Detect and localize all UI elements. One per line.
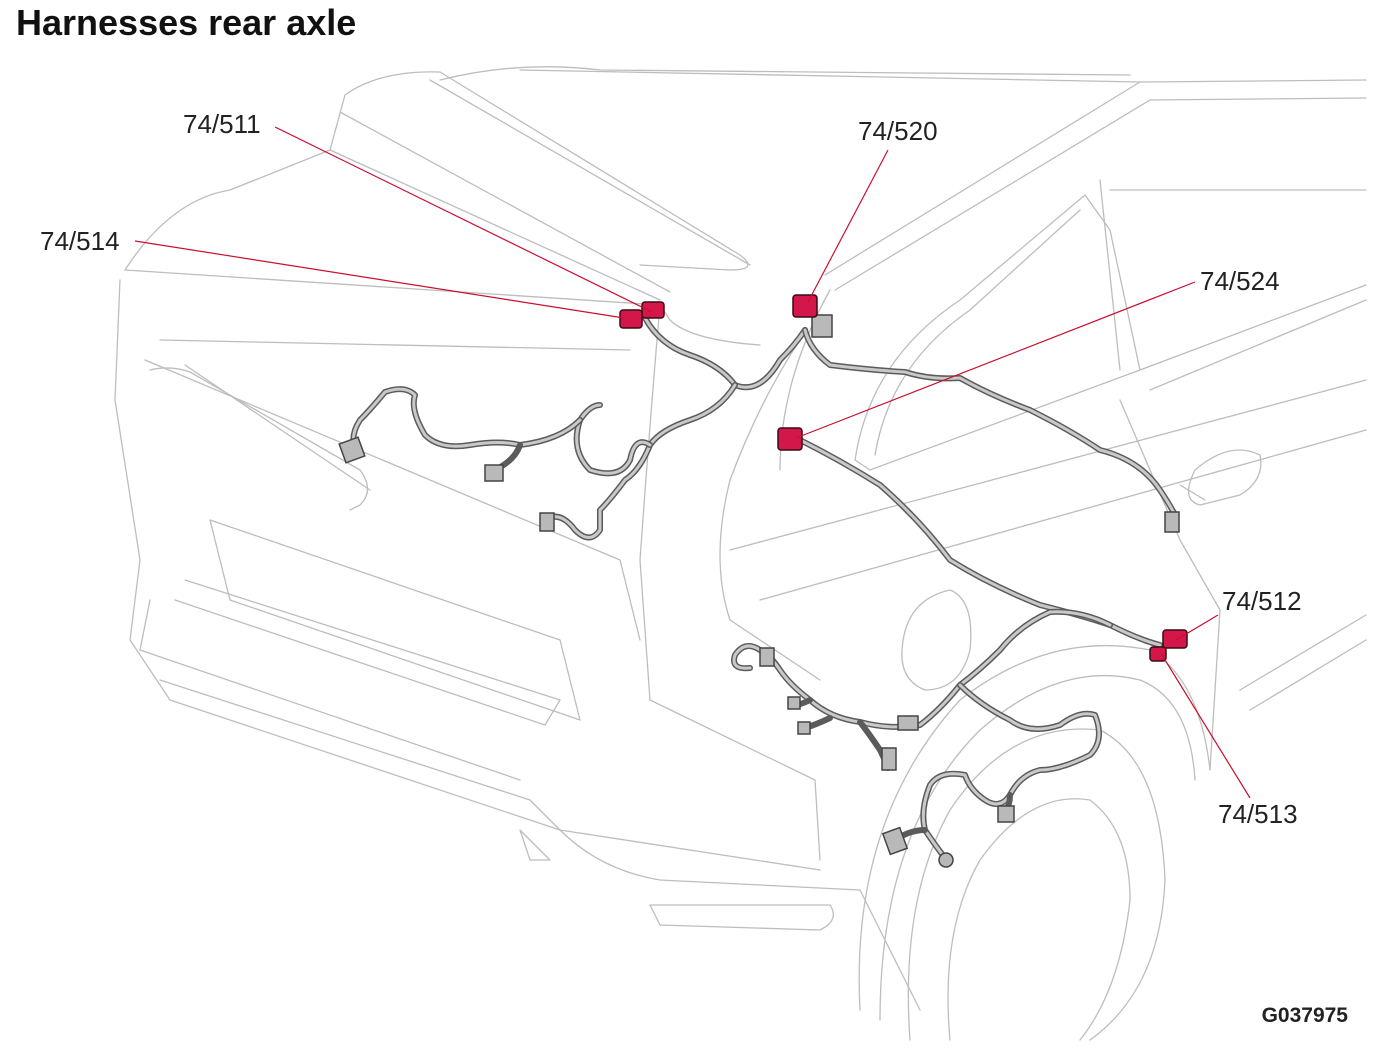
callout-label-514: 74/514 xyxy=(40,226,120,256)
connector-520-highlight xyxy=(792,294,818,318)
vehicle-body-outline xyxy=(114,66,1367,1041)
unlabeled-plugs xyxy=(338,314,1180,868)
leader-line-511 xyxy=(274,126,653,313)
connector-511-highlight xyxy=(641,301,665,319)
diagram-title: Harnesses rear axle xyxy=(16,2,357,43)
callout-512: 74/512 xyxy=(1162,586,1302,649)
connector-512-highlight xyxy=(1162,629,1188,649)
connector-514-highlight xyxy=(619,309,643,329)
figure-reference-code: G037975 xyxy=(1261,1004,1348,1027)
callout-label-512: 74/512 xyxy=(1222,586,1302,616)
callout-layer: 74/511 74/514 74/520 74/524 74/512 74/513 xyxy=(40,109,1302,829)
callout-511: 74/511 xyxy=(183,109,665,319)
connector-524-highlight xyxy=(777,427,803,451)
wiring-harness xyxy=(350,315,1178,861)
leader-line-514 xyxy=(134,240,625,319)
callout-label-524: 74/524 xyxy=(1200,266,1280,296)
leader-line-520 xyxy=(807,149,889,303)
leader-line-524 xyxy=(795,281,1196,439)
callout-label-511: 74/511 xyxy=(183,109,261,139)
callout-label-520: 74/520 xyxy=(858,116,938,146)
callout-524: 74/524 xyxy=(777,266,1280,451)
callout-513: 74/513 xyxy=(1149,646,1298,829)
leader-line-513 xyxy=(1161,654,1251,799)
leader-line-512 xyxy=(1175,614,1219,641)
connector-513-highlight xyxy=(1149,646,1167,662)
callout-label-513: 74/513 xyxy=(1218,799,1298,829)
callout-520: 74/520 xyxy=(792,116,938,318)
callout-514: 74/514 xyxy=(40,226,643,329)
